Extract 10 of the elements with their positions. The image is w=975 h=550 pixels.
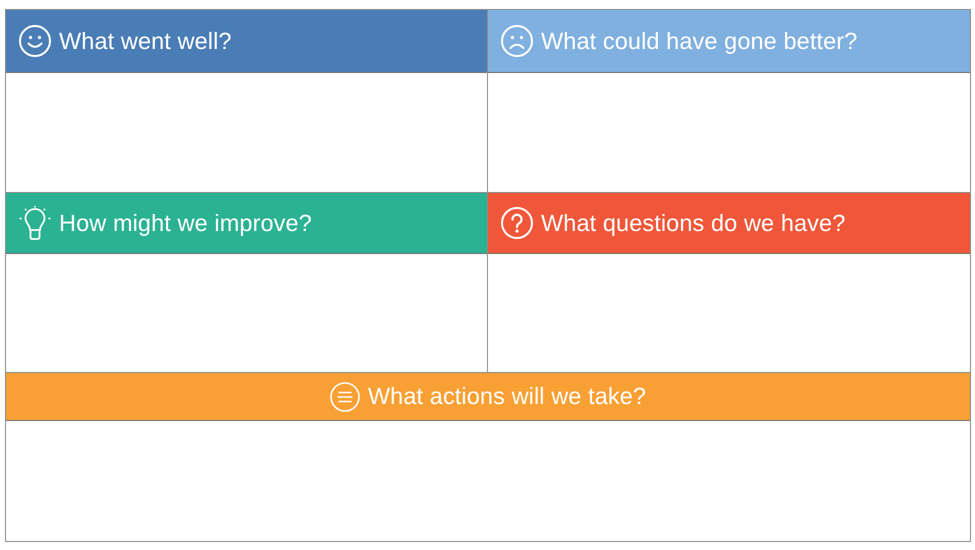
retro-section [5, 372, 971, 542]
section-heading: What could have gone better? [541, 28, 858, 54]
retro-section [487, 9, 971, 193]
retro-section [487, 192, 971, 373]
section-heading: What went well? [59, 28, 232, 54]
retro-section [5, 9, 488, 193]
section-heading: What questions do we have? [541, 210, 846, 236]
section-heading: How might we improve? [59, 210, 312, 236]
retro-section [5, 192, 488, 373]
section-heading: What actions will we take? [368, 383, 646, 410]
